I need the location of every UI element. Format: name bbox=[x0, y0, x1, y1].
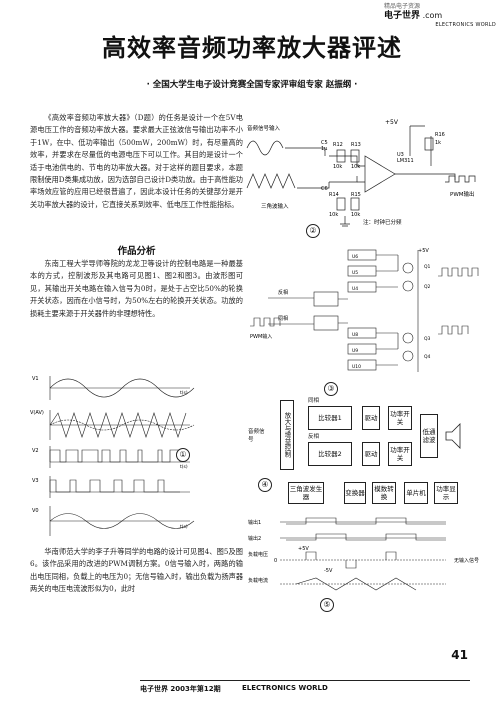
figure-3-number: ③ bbox=[324, 382, 338, 396]
fig4-filter: 低通滤波 bbox=[420, 414, 438, 458]
logo-line4: ELECTRONICS WORLD bbox=[435, 22, 496, 28]
fig5-iload: 负载电流 bbox=[248, 577, 268, 584]
fig4-same: 同相 bbox=[308, 398, 320, 404]
fig4-adc: 模数转换 bbox=[372, 482, 396, 504]
fig4-disp: 功率显示 bbox=[434, 482, 458, 504]
fig2-part-r16: R16 bbox=[435, 132, 445, 138]
fig2-part-r14-val: 10k bbox=[329, 212, 338, 218]
magazine-logo: 精品电子资源 电子世界 .com ELECTRONICS WORLD bbox=[384, 2, 496, 28]
fig3-u4: U4 bbox=[352, 286, 358, 292]
fig5-vneg: -5V bbox=[324, 568, 333, 574]
fig4-comp2: 比较器2 bbox=[308, 442, 352, 466]
fig1-v1: V1 bbox=[32, 376, 39, 382]
fig2-part-c6: C6 bbox=[321, 186, 328, 192]
fig1-v3: V3 bbox=[32, 478, 39, 484]
fig4-comp1: 比较器1 bbox=[308, 406, 352, 430]
intro-paragraph: 《高效率音频功率放大器》（D题）的任务是设计一个在5V电源电压工作的音频功率放大… bbox=[30, 112, 243, 211]
fig2-part-r14: R14 bbox=[329, 192, 339, 198]
fig1-v2: V2 bbox=[32, 448, 39, 454]
figure-5-number: ⑤ bbox=[320, 598, 334, 612]
page-number: 41 bbox=[451, 648, 468, 662]
analysis-paragraph: 东南工程大学导师等院的龙龙卫等设计的控制电路是一种最基本的方式，控制波形及其电路… bbox=[30, 258, 243, 320]
fig5-out2: 输出2 bbox=[248, 535, 261, 542]
fig2-part-r16-val: 1k bbox=[435, 140, 441, 146]
fig3-q3: Q3 bbox=[424, 336, 431, 342]
fig4-input: 音频信号 bbox=[248, 429, 265, 443]
footer-brand: ELECTRONICS WORLD bbox=[242, 684, 328, 692]
fig5-vload: 负载电压 bbox=[248, 551, 268, 558]
article-title: 高效率音频功率放大器评述 bbox=[102, 33, 402, 62]
comparator-u3 bbox=[364, 155, 396, 193]
fig2-note: 注：时钟已分频 bbox=[363, 218, 402, 226]
fig5-vpos: +5V bbox=[298, 546, 309, 552]
logo-line1: 精品电子资源 bbox=[384, 3, 421, 10]
fig4-amp: 放大与增益控制 bbox=[280, 400, 294, 470]
fig5-note: 无输入信号 bbox=[454, 557, 479, 564]
fig2-part-r13-val: 10k bbox=[351, 164, 360, 170]
figure-4-number: ④ bbox=[258, 478, 272, 492]
fig4-switch1: 功率开关 bbox=[388, 406, 412, 430]
logo-line2: 电子世界 bbox=[384, 11, 421, 21]
section-heading: 作品分析 bbox=[117, 246, 156, 257]
article-authors: · 全国大学生电子设计竞赛全国专家评审组专家 赵振纲 · bbox=[146, 80, 358, 90]
fig4-inv: 反相 bbox=[308, 434, 320, 440]
triangle-wave-input bbox=[246, 173, 296, 189]
fig1-t2: t(s) bbox=[180, 464, 188, 470]
footer-rule bbox=[140, 680, 470, 681]
fig3-u6: U6 bbox=[352, 254, 358, 260]
sine-wave-input bbox=[246, 140, 284, 156]
fig2-part-u3: U3 bbox=[397, 152, 404, 158]
speaker-icon bbox=[445, 423, 461, 449]
fig3-q4: Q4 bbox=[424, 354, 431, 360]
fig1-vav: V(AV) bbox=[30, 410, 44, 416]
footer-magazine: 电子世界 2003年第12期 bbox=[140, 685, 221, 693]
fig1-v0: V0 bbox=[32, 508, 39, 514]
fig2-part-c5-val: 1μ bbox=[321, 146, 328, 152]
fig5-zero: 0 bbox=[274, 558, 277, 564]
figure-5-timing: 输出1 输出2 负载电压 负载电流 +5V -5V 无输入信号 0 bbox=[248, 517, 479, 591]
logo-line3: .com bbox=[422, 11, 443, 20]
fig3-same: 同相 bbox=[278, 315, 288, 322]
fig5-out1: 输出1 bbox=[248, 519, 261, 526]
fig2-vcc: +5V bbox=[385, 119, 399, 126]
figure-2-number: ② bbox=[306, 224, 320, 238]
fig3-u10: U10 bbox=[352, 364, 361, 370]
fig4-tri: 三角波发生器 bbox=[288, 482, 324, 504]
fig3-inv: 反相 bbox=[278, 289, 288, 296]
figure-3-circuit: +5V U6 U5 U4 U8 U9 U10 Q1 Q2 Q3 Q4 PWM输入… bbox=[250, 248, 479, 372]
fig3-u5: U5 bbox=[352, 270, 358, 276]
fig2-pwm-out: PWM输出 bbox=[450, 190, 475, 198]
fig4-drive2: 驱动 bbox=[362, 442, 380, 466]
fig3-vcc: +5V bbox=[418, 248, 429, 254]
fig2-audio-in: 音频信号输入 bbox=[247, 124, 281, 132]
fig4-drive1: 驱动 bbox=[362, 406, 380, 430]
fig2-part-r12-val: 10k bbox=[333, 164, 342, 170]
figure-1-number: ① bbox=[176, 448, 190, 462]
fig3-u9: U9 bbox=[352, 348, 358, 354]
fig1-t1: t(s) bbox=[180, 390, 188, 396]
fig2-tri-in: 三角波输入 bbox=[261, 202, 289, 210]
fig2-part-r15: R15 bbox=[351, 192, 361, 198]
fig3-q2: Q2 bbox=[424, 284, 431, 290]
intro-text: 《高效率音频功率放大器》（D题）的任务是设计一个在5V电源电压工作的音频功率放大… bbox=[30, 113, 243, 209]
fig2-part-r12: R12 bbox=[333, 142, 343, 148]
bottom-text: 华南师范大学的李子升等同学的电路的设计可见图4、图5及图6。该作品采用的改进的P… bbox=[30, 547, 244, 594]
figure-2-circuit: +5V 音频信号输入 三角波输入 PWM输出 注：时钟已分频 C5 1μ R12… bbox=[246, 119, 476, 227]
fig2-part-r13: R13 bbox=[351, 142, 361, 148]
fig2-part-r15-val: 10k bbox=[351, 212, 360, 218]
analysis-text: 东南工程大学导师等院的龙龙卫等设计的控制电路是一种最基本的方式，控制波形及其电路… bbox=[30, 259, 243, 318]
figure-1-waveforms: V1 V(AV) V2 V3 V0 t(s) t(s) t(s) bbox=[30, 376, 195, 536]
fig1-t3: t(s) bbox=[180, 524, 188, 530]
fig2-part-c5: C5 bbox=[321, 140, 328, 146]
fig2-part-lm311: LM311 bbox=[397, 158, 414, 164]
fig4-mcu: 单片机 bbox=[404, 482, 428, 504]
fig3-u8: U8 bbox=[352, 332, 358, 338]
bottom-paragraph: 华南师范大学的李子升等同学的电路的设计可见图4、图5及图6。该作品采用的改进的P… bbox=[30, 546, 243, 596]
fig3-pwm-in: PWM输入 bbox=[250, 333, 272, 340]
fig4-xfmr: 变换器 bbox=[344, 482, 366, 504]
fig4-switch2: 功率开关 bbox=[388, 442, 412, 466]
figure-4-block-diagram: 音频信号 放大与增益控制 比较器1 比较器2 同相 反相 驱动 驱动 功率开关 … bbox=[248, 392, 496, 512]
fig3-q1: Q1 bbox=[424, 264, 431, 270]
